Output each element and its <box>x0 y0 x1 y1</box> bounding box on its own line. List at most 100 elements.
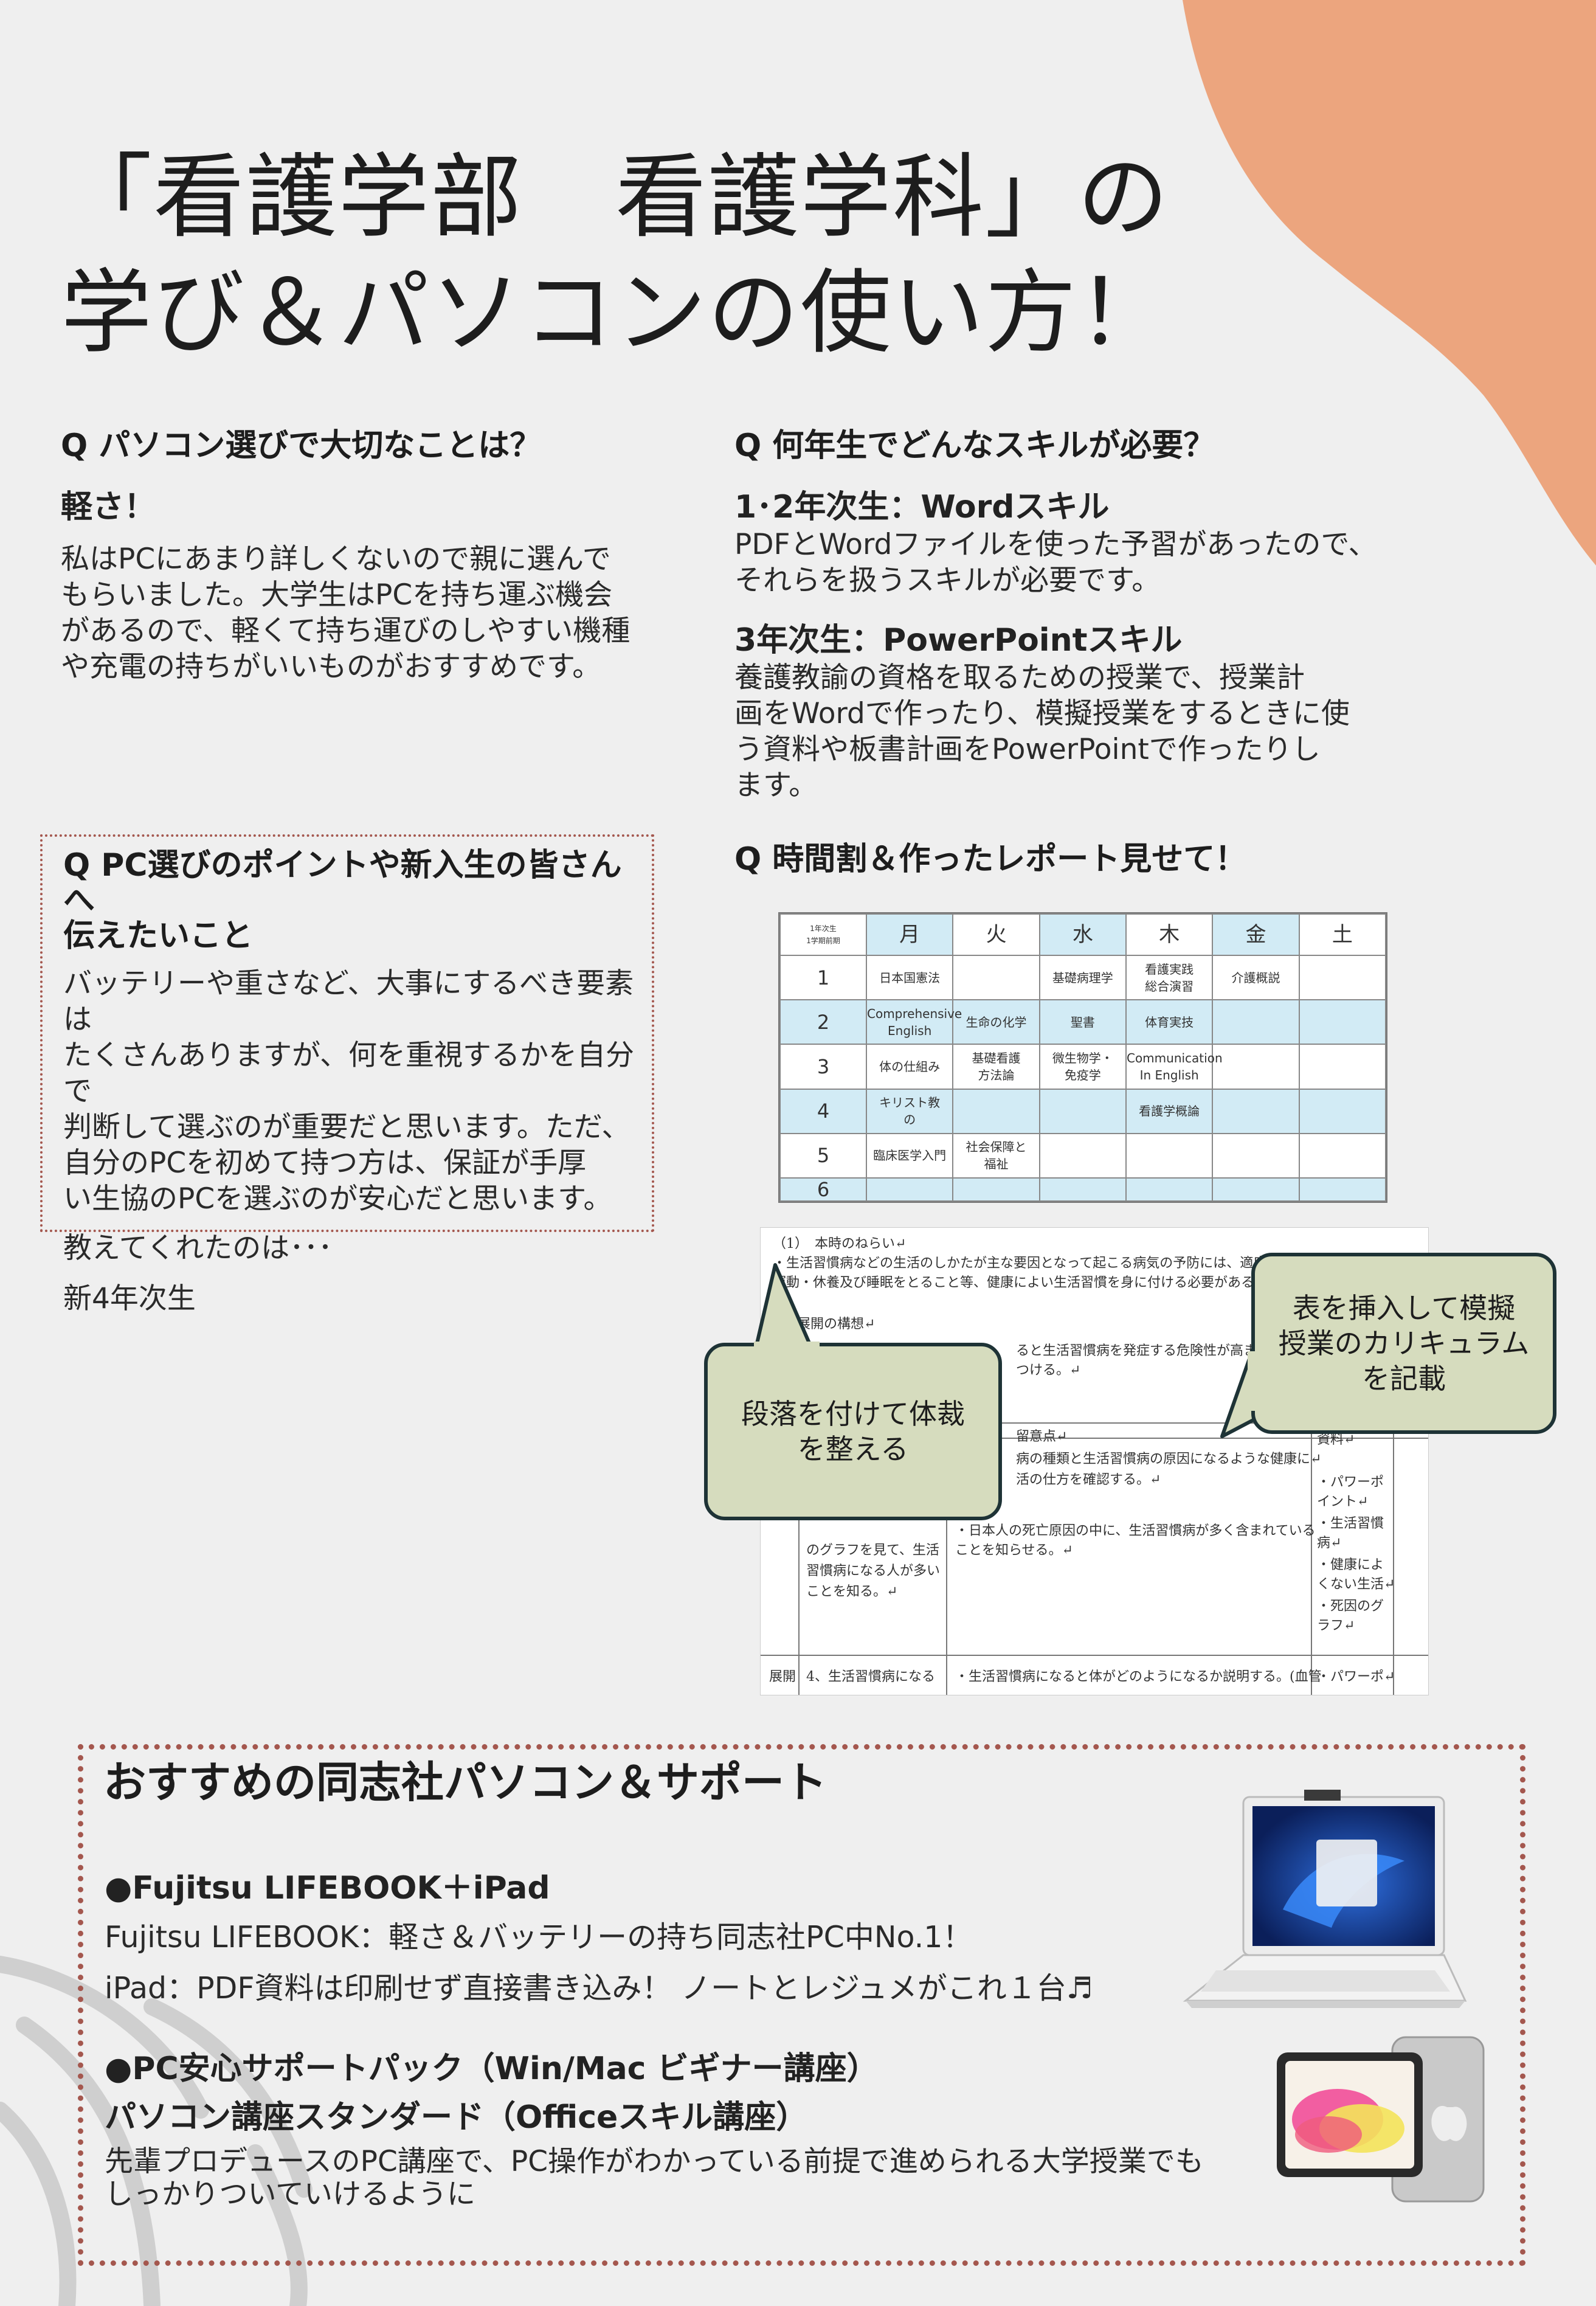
timetable-cell <box>1038 1177 1127 1202</box>
report-line: 病↵ <box>1317 1536 1342 1551</box>
q2-skill1-title: 1･2年次生：Wordスキル <box>734 489 1110 525</box>
q1-body-line: や充電の持ちがいいものがおすすめです。 <box>61 650 601 684</box>
report-line: 習慣病になる人が多い <box>806 1563 941 1579</box>
recommend-item1-body: Fujitsu LIFEBOOK：軽さ＆バッテリーの持ち同志社PC中No.1！ … <box>105 1912 1093 2014</box>
timetable-cell <box>1038 1132 1127 1179</box>
recommend-item1-line: iPad：PDF資料は印刷せず直接書き込み！ ノートとレジュメがこれ１台♬ <box>105 1971 1093 2006</box>
bubble-right-joint <box>1248 1351 1256 1411</box>
report-line: （1） 本時のねらい↵ <box>773 1236 907 1252</box>
report-line: 展開の構想↵ <box>797 1317 876 1332</box>
report-line: 活の仕方を確認する。↵ <box>1016 1472 1161 1487</box>
report-line: ・生活習慣病になると体がどのようになるか説明する。(血管 <box>955 1669 1322 1684</box>
recommend-item2-line: 先輩プロデュースのPC講座で、PC操作がわかっている前提で進められる大学授業でも <box>105 2145 1204 2178</box>
timetable-corner-text: 1年次生 <box>810 924 837 933</box>
report-line: くない生活↵ <box>1317 1577 1395 1592</box>
timetable-cell <box>1212 1132 1300 1179</box>
q3-question: Q PC選びのポイントや新入生の皆さんへ 伝えたいこと <box>63 848 652 954</box>
report-line: 運動・休養及び睡眠をとること等、健康によい生活習慣を身に付ける必要があること <box>773 1275 1282 1290</box>
recommend-item2-body: 先輩プロデュースのPC講座で、PC操作がわかっている前提で進められる大学授業でも… <box>105 2145 1204 2211</box>
bubble-left-line: を整える <box>797 1433 909 1466</box>
timetable-cell: 体の仕組み <box>865 1044 954 1090</box>
recommend-item2-title: ●PC安心サポートパック（Win/Mac ビギナー講座） パソコン講座スタンダー… <box>105 2045 879 2142</box>
timetable-period: 1 <box>779 954 867 1001</box>
timetable-period: 6 <box>779 1177 867 1202</box>
report-line: のグラフを見て、生活 <box>806 1543 939 1558</box>
bubble-right-line: を記載 <box>1362 1362 1446 1395</box>
q1-body-line: 私はPCにあまり詳しくないので親に選んで <box>61 542 611 576</box>
timetable-cell <box>865 1177 954 1202</box>
timetable-cell <box>1298 1088 1387 1134</box>
q1-section: Q パソコン選びで大切なことは？ 軽さ！ 私はPCにあまり詳しくないので親に選ん… <box>61 420 681 685</box>
report-rule <box>761 1655 1428 1656</box>
report-line: ・パワーポ <box>1317 1475 1384 1490</box>
q3-body-line: 自分のPCを初めて持つ方は、保証が手厚 <box>63 1146 587 1180</box>
q3-body-line: 判断して選ぶのが重要だと思います。ただ、 <box>63 1110 630 1144</box>
report-line: イント↵ <box>1317 1494 1369 1509</box>
timetable-cell <box>1298 999 1387 1045</box>
report-rule <box>761 1438 1428 1439</box>
orange-wave-shape <box>1183 0 1596 566</box>
timetable-day-header: 木 <box>1125 913 1214 956</box>
q3-question-line: 伝えたいこと <box>63 918 254 954</box>
q3-body-line: バッテリーや重さなど、大事にするべき要素は <box>63 967 634 1036</box>
timetable-cell: キリスト教 の <box>865 1088 954 1134</box>
timetable-cell <box>1038 1088 1127 1134</box>
q3-question-line: Q PC選びのポイントや新入生の皆さんへ <box>63 847 622 919</box>
q3-body-line: たくさんありますが、何を重視するかを自分で <box>63 1039 635 1108</box>
q4-question: Q 時間割＆作ったレポート見せて！ <box>734 841 1247 878</box>
page-title: 「看護学部 看護学科」の 学び＆パソコンの使い方！ <box>61 140 1170 371</box>
timetable-cell: 聖書 <box>1038 999 1127 1045</box>
q2-skill1-line: それらを扱うスキルが必要です。 <box>734 564 1161 597</box>
bubble-right: 表を挿入して模擬 授業のカリキュラム を記載 <box>1251 1253 1556 1434</box>
q1-body-line: があるので、軽くて持ち運びのしやすい機種 <box>61 614 630 648</box>
report-line: ・パワーポ↵ <box>1317 1669 1395 1684</box>
timetable-cell: Comprehensive English <box>865 999 962 1045</box>
report-rule <box>1311 1422 1312 1695</box>
report-line: 4、生活習慣病になる <box>806 1669 935 1684</box>
report-line: つける。↵ <box>1016 1363 1081 1378</box>
timetable-day-header: 火 <box>952 913 1040 956</box>
timetable-cell <box>1298 1177 1387 1202</box>
timetable-corner: 1年次生 1学期前期 <box>779 913 867 956</box>
q2-skill1-line: PDFとWordファイルを使った予習があったので、 <box>734 528 1377 561</box>
q2-skill2-body: 養護教諭の資格を取るための授業で、授業計 画をWordで作ったり、模擬授業をする… <box>734 660 1434 803</box>
tablet-icon <box>1277 2036 1485 2203</box>
q1-body: 私はPCにあまり詳しくないので親に選んで もらいました。大学生はPCを持ち運ぶ機… <box>61 541 681 685</box>
leaf-outline-decoration <box>0 1956 313 2306</box>
report-line: ・死因のグ <box>1317 1599 1384 1614</box>
report-line: ・日本人の死亡原因の中に、生活習慣病が多く含まれている <box>955 1523 1316 1539</box>
timetable-cell <box>1298 954 1387 1001</box>
bubble-left-line: 段落を付けて体裁 <box>741 1397 965 1430</box>
timetable-period: 3 <box>779 1044 867 1090</box>
timetable-cell <box>952 1177 1040 1202</box>
q2-section: Q 何年生でどんなスキルが必要？ 1･2年次生：Wordスキル PDFとWord… <box>734 420 1434 803</box>
q2-skill2-line: う資料や板書計画をPowerPointで作ったりし <box>734 733 1321 766</box>
timetable-cell <box>1212 1044 1300 1090</box>
title-line-2: 学び＆パソコンの使い方！ <box>61 260 1170 366</box>
bubble-right-line: 授業のカリキュラム <box>1278 1327 1530 1360</box>
timetable-day-header: 水 <box>1038 913 1127 956</box>
timetable-corner-text: 1学期前期 <box>806 937 840 945</box>
timetable-cell: Communication In English <box>1125 1044 1223 1090</box>
timetable-day-header: 土 <box>1298 913 1387 956</box>
q2-skill1-body: PDFとWordファイルを使った予習があったので、 それらを扱うスキルが必要です… <box>734 527 1434 598</box>
timetable-cell: 生命の化学 <box>952 999 1040 1045</box>
timetable-cell <box>1298 1132 1387 1179</box>
q1-question: Q パソコン選びで大切なことは？ <box>61 428 542 464</box>
report-line: ・健康によ <box>1317 1557 1384 1573</box>
timetable-cell <box>1298 1044 1387 1090</box>
timetable-period: 5 <box>779 1132 867 1179</box>
timetable-cell: 基礎病理学 <box>1038 954 1127 1001</box>
report-rule <box>946 1422 947 1695</box>
recommend-heading: おすすめの同志社パソコン＆サポート <box>103 1757 827 1807</box>
recommend-box <box>78 1744 1525 2266</box>
q2-skill2-line: ます。 <box>734 769 818 802</box>
timetable-day-header: 金 <box>1212 913 1300 956</box>
timetable-cell <box>952 954 1040 1001</box>
